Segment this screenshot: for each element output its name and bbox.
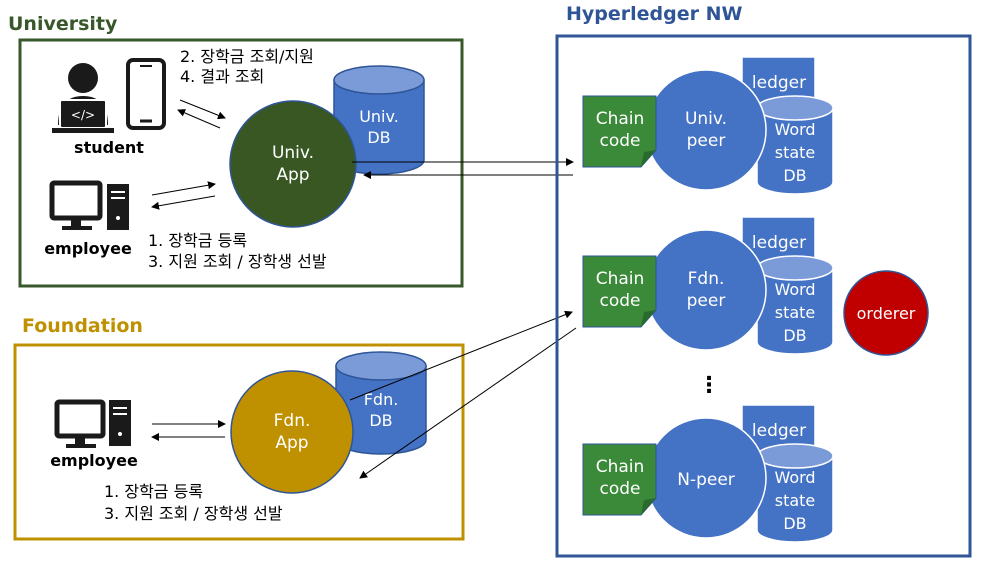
foundation-box: [13, 343, 465, 541]
smartphone-icon: [126, 58, 166, 130]
peer-label-line1: Univ.: [685, 109, 727, 129]
ledger-label: ledger: [752, 233, 806, 253]
peer-groups: ledgerWordstateDBUniv.peerChaincodeledge…: [582, 56, 834, 543]
foundation-app-node: Fdn. App: [230, 370, 354, 494]
university-computer-icon: [49, 180, 129, 230]
student-laptop-icon: </>: [52, 63, 114, 133]
arrow-fdn-app-to-network: [349, 310, 573, 401]
university-employee-label: employee: [44, 239, 132, 258]
svg-text:</>: </>: [71, 108, 95, 122]
university-db-label-line1: Univ.: [359, 107, 399, 126]
world-state-db-label-line1: Word: [774, 120, 815, 139]
chaincode-label-line1: Chain: [596, 109, 645, 129]
network-box: [555, 34, 972, 558]
arrow-phone-to-app: [179, 99, 226, 120]
university-employee-step-2: 3. 지원 조회 / 장학생 선발: [148, 252, 327, 271]
arrow-app-to-phone: [177, 109, 221, 129]
chaincode-label-line1: Chain: [596, 269, 645, 289]
chaincode-label-line2: code: [600, 479, 641, 499]
student-label: student: [74, 138, 144, 157]
peer-node: Univ.peer: [645, 69, 767, 191]
arrow-network-to-fdn-app: [359, 327, 577, 479]
university-db-label-line2: DB: [367, 128, 390, 147]
university-app-node: Univ. App: [229, 100, 357, 228]
foundation-employee-label: employee: [50, 451, 138, 470]
foundation-title: Foundation: [22, 315, 143, 337]
orderer-label: orderer: [857, 304, 916, 323]
university-title: University: [8, 13, 118, 35]
university-app-label-line1: Univ.: [272, 143, 314, 163]
ledger-label: ledger: [752, 421, 806, 441]
chaincode-label-line1: Chain: [596, 457, 645, 477]
ledger-label: ledger: [752, 73, 806, 93]
peer-label-line2: peer: [687, 131, 726, 151]
peer-node: N-peer: [645, 417, 767, 539]
foundation-employee-step-2: 3. 지원 조회 / 장학생 선발: [104, 504, 283, 523]
world-state-db-label-line1: Word: [774, 468, 815, 487]
arrow-app-to-computer: [151, 195, 216, 210]
student-step-2: 4. 결과 조회: [180, 67, 264, 86]
network-title: Hyperledger NW: [566, 3, 743, 25]
arrow-computer-to-app: [151, 181, 216, 196]
chaincode-label-line2: code: [600, 291, 641, 311]
world-state-db-label-line3: DB: [783, 326, 806, 345]
world-state-db-label-line2: state: [775, 143, 816, 162]
world-state-db-label-line2: state: [775, 491, 816, 510]
peer-label: N-peer: [677, 470, 735, 490]
world-state-db-label-line1: Word: [774, 280, 815, 299]
orderer-node: orderer: [843, 270, 929, 356]
world-state-db-label-line3: DB: [783, 166, 806, 185]
peer-node: Fdn.peer: [645, 229, 767, 351]
world-state-db-label-line2: state: [775, 303, 816, 322]
foundation-computer-icon: [54, 399, 131, 448]
foundation-employee-step-1: 1. 장학금 등록: [104, 482, 203, 501]
university-box: [18, 38, 464, 288]
world-state-db-label-line3: DB: [783, 514, 806, 533]
peer-label-line1: Fdn.: [688, 269, 725, 289]
peer-label-line2: peer: [687, 291, 726, 311]
chaincode-label-line2: code: [600, 131, 641, 151]
peer-ellipsis: ⋮: [698, 373, 720, 398]
foundation-app-label-line1: Fdn.: [274, 411, 311, 431]
student-step-1: 2. 장학금 조회/지원: [180, 47, 314, 66]
foundation-db-label-line2: DB: [369, 411, 392, 430]
university-employee-step-1: 1. 장학금 등록: [148, 231, 247, 250]
university-app-label-line2: App: [276, 165, 309, 185]
foundation-db-label-line1: Fdn.: [364, 390, 399, 409]
foundation-app-label-line2: App: [275, 433, 308, 453]
